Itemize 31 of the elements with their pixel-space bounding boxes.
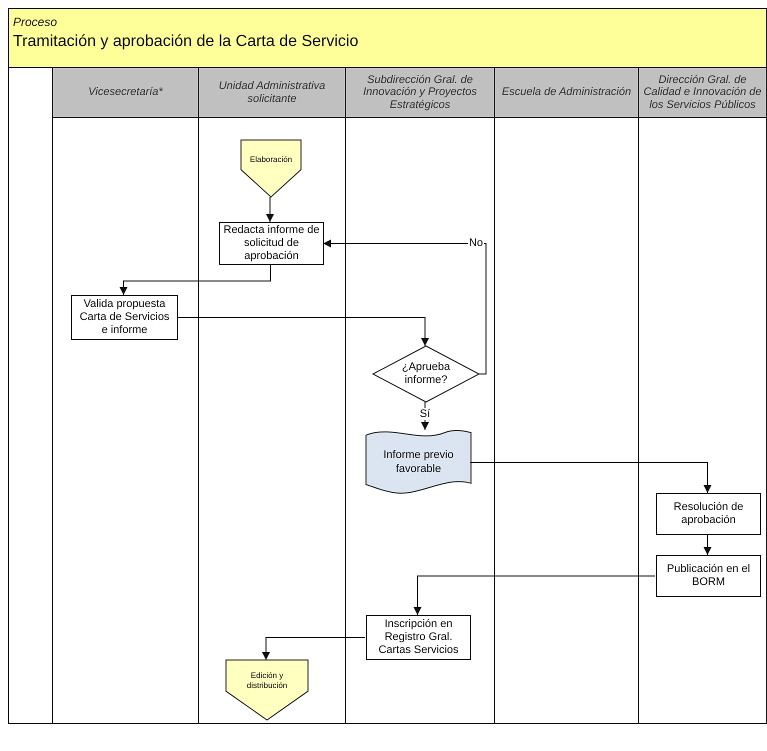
swimlane xyxy=(638,68,767,724)
swimlane xyxy=(198,68,346,724)
swimlane xyxy=(494,68,639,118)
decision-diamond: ¿Aprueba informe? xyxy=(373,346,479,402)
process-box: Resolución de aprobación xyxy=(656,493,761,535)
edge-label: Sí xyxy=(418,408,432,420)
arrow xyxy=(176,317,429,346)
process-label: Proceso xyxy=(13,15,58,29)
arrow xyxy=(414,576,656,616)
arrow xyxy=(120,264,271,296)
lane-title: Unidad Administrativa solicitante xyxy=(218,78,326,106)
off-page-connector: Edición y distribución xyxy=(226,660,308,720)
process-box: Publicación en el BORM xyxy=(656,555,761,597)
document-shape: Informe previo favorable xyxy=(366,430,471,495)
swimlane xyxy=(345,68,495,724)
arrow xyxy=(322,240,486,374)
edge-label: No xyxy=(468,236,484,250)
process-box: Redacta informe de solicitud de aprobación xyxy=(219,222,324,265)
off-page-connector: Elaboración xyxy=(241,140,301,197)
lane-title: Escuela de Administración xyxy=(500,85,632,100)
arrow xyxy=(262,637,366,660)
lane-title: Dirección Gral. de Calidad e Innovación de los Servicios Públicos xyxy=(642,72,763,113)
process-box: Inscripción en Registro Gral. Cartas Servicios xyxy=(366,615,471,660)
process-box: Valida propuesta Carta de Servicios e informe xyxy=(71,295,178,340)
lane-title: Vicesecretaría* xyxy=(87,85,164,100)
arrow xyxy=(266,196,274,222)
swimlane xyxy=(52,68,199,724)
arrow xyxy=(470,462,712,494)
lane-title: Subdirección Gral. de Innovación y Proyectos Estratégicos xyxy=(362,72,478,113)
diagram-title: Tramitación y aprobación de la Carta de Servicio xyxy=(13,33,358,51)
arrow xyxy=(704,534,712,556)
